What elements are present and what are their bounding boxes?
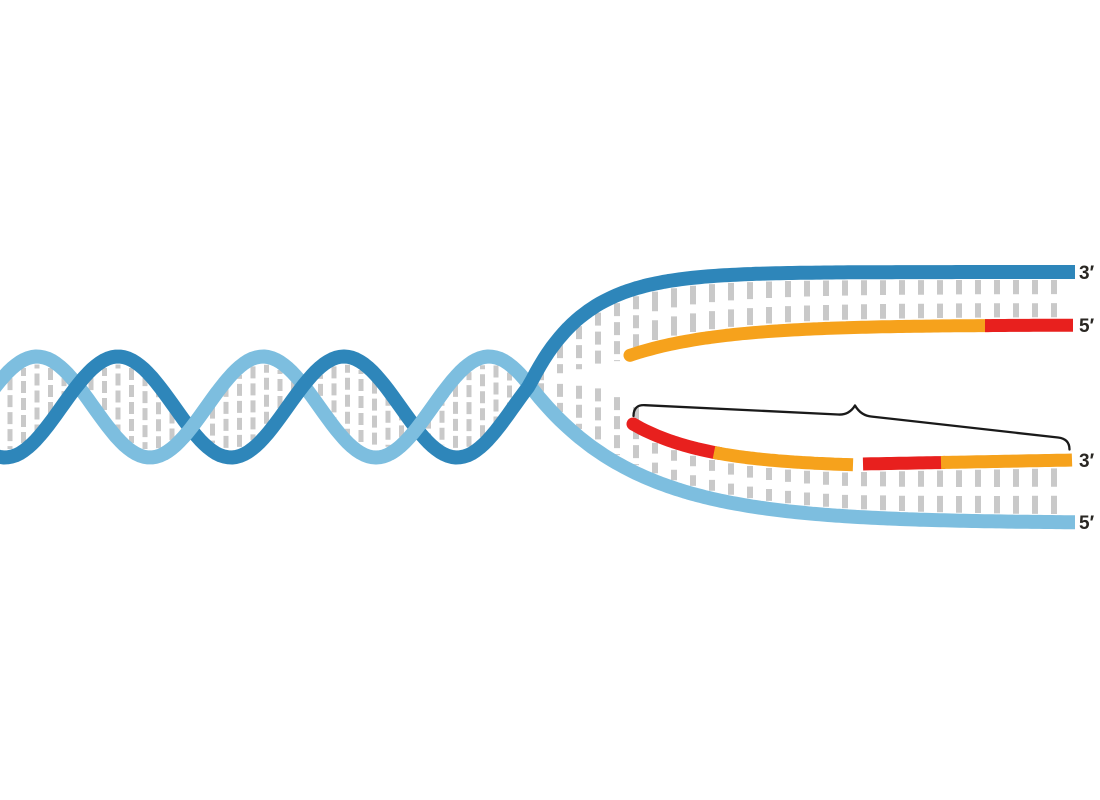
okazaki-fragment-1 [711, 446, 857, 472]
helix-weave-overlay [385, 387, 450, 461]
leading-strand [623, 319, 995, 362]
label-bottom-template-5-prime: 5′ [1079, 513, 1095, 534]
okazaki-fragment-2 [938, 453, 1076, 469]
label-leading-strand-5-prime: 5′ [1079, 316, 1095, 337]
base-pair-ticks [7, 280, 1057, 515]
label-top-template-3-prime: 3′ [1079, 263, 1095, 284]
helix-weave-overlay [159, 387, 224, 461]
lagging-strand-brace [632, 404, 1071, 451]
okazaki-fragment-2-primer [860, 455, 950, 471]
template-strand-dark-blue [0, 265, 1079, 465]
label-lagging-strand-3-prime: 3′ [1079, 451, 1095, 472]
generated-diagram-geometry [0, 265, 1079, 530]
okazaki-fragment-1-primer [626, 417, 727, 460]
